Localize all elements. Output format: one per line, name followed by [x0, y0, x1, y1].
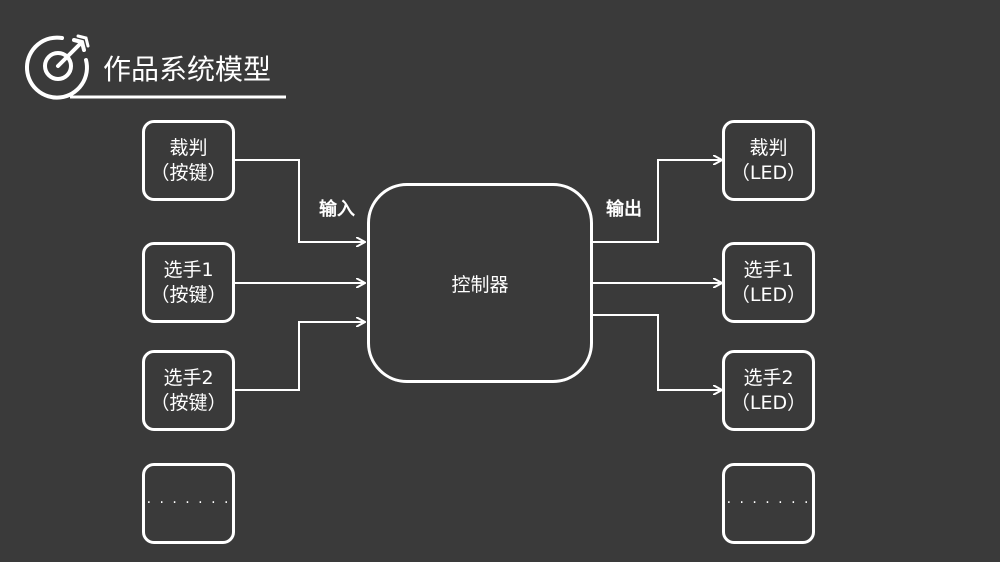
- ellipsis-text: · · · · · · ·: [726, 495, 811, 511]
- node-label-line1: 裁判: [169, 136, 208, 159]
- output-node-player2: 选手2 （LED）: [722, 350, 815, 431]
- page-title: 作品系统模型: [103, 53, 272, 86]
- node-label-line2: （LED）: [730, 161, 807, 184]
- controller-label: 控制器: [451, 273, 509, 296]
- input-label: 输入: [319, 199, 355, 220]
- node-label-line2: （LED）: [730, 391, 807, 414]
- output-label: 输出: [606, 199, 642, 220]
- node-label-line1: 选手2: [163, 366, 214, 389]
- node-label-line2: （LED）: [730, 283, 807, 306]
- node-label-line2: （按键）: [150, 161, 227, 184]
- controller-node: 控制器: [367, 183, 593, 383]
- node-label-line2: （按键）: [150, 391, 227, 414]
- input-node-player2: 选手2 （按键）: [142, 350, 235, 431]
- node-label-line2: （按键）: [150, 283, 227, 306]
- node-label-line1: 选手1: [743, 258, 794, 281]
- input-node-player1: 选手1 （按键）: [142, 242, 235, 323]
- edge-input-player2: [234, 322, 364, 391]
- input-node-referee: 裁判 （按键）: [142, 120, 235, 201]
- output-node-referee: 裁判 （LED）: [722, 120, 815, 201]
- node-label-line1: 选手1: [163, 258, 214, 281]
- output-node-more: · · · · · · ·: [722, 463, 815, 544]
- output-node-player1: 选手1 （LED）: [722, 242, 815, 323]
- edge-output-player2: [593, 314, 721, 390]
- edge-output-referee: [593, 160, 721, 243]
- edge-input-referee: [234, 159, 364, 242]
- node-label-line1: 裁判: [749, 136, 788, 159]
- node-label-line1: 选手2: [743, 366, 794, 389]
- input-node-more: · · · · · · ·: [142, 463, 235, 544]
- target-arrow-icon: [25, 34, 90, 100]
- ellipsis-text: · · · · · · ·: [146, 495, 231, 511]
